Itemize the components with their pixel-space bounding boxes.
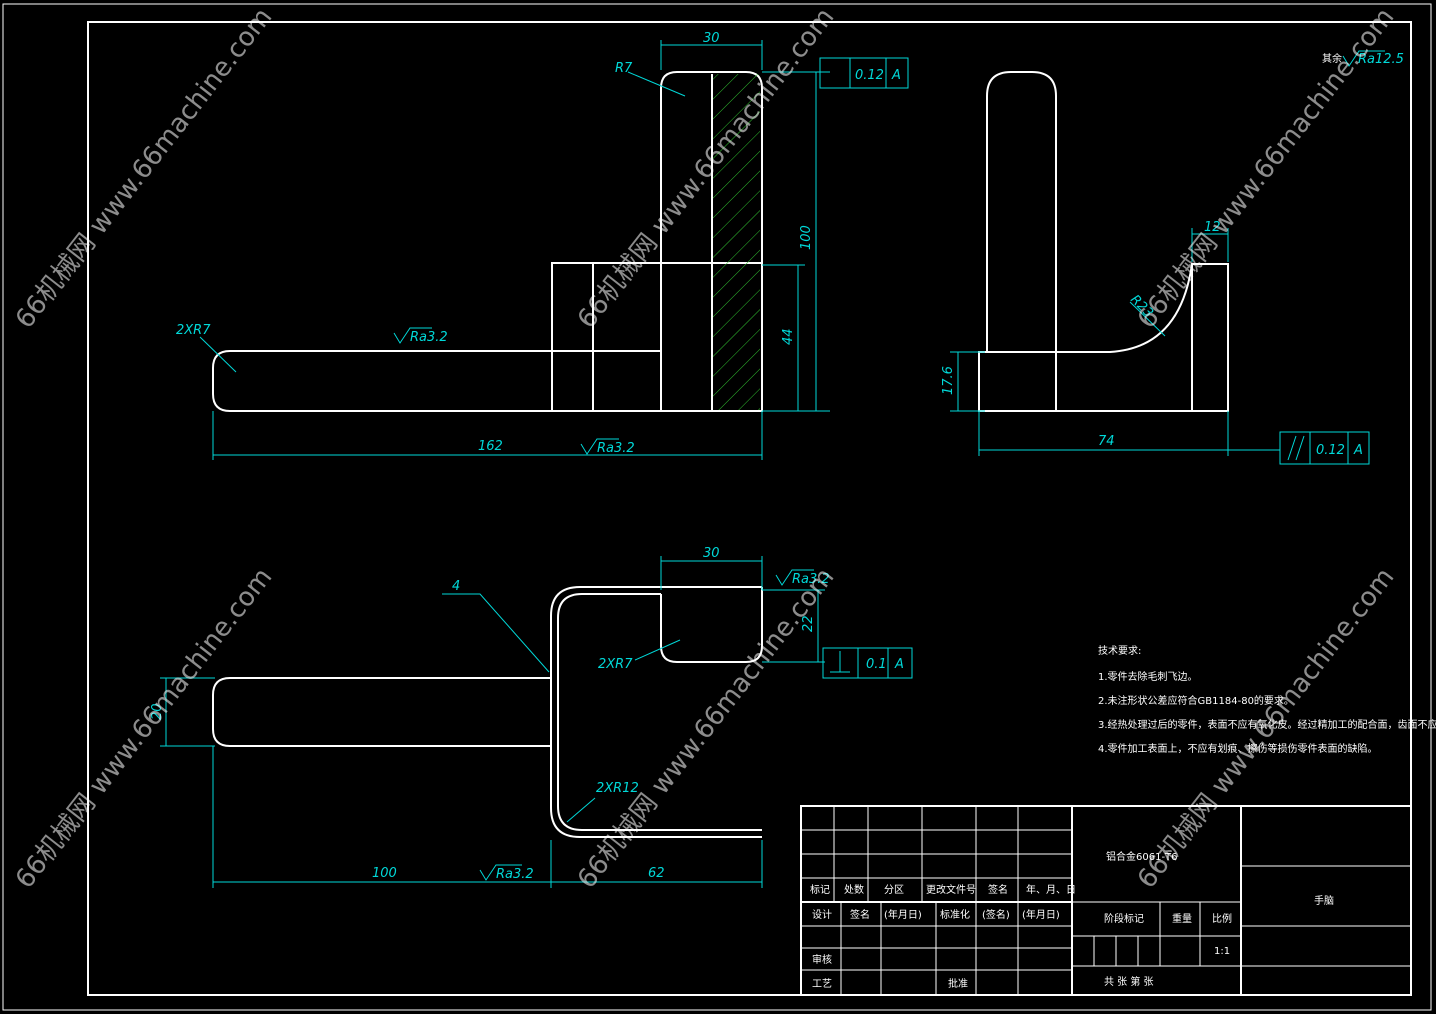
side-view-dimensions: 12 R23 17.6 74 0.12 A 其余 Ra12.5 (941, 50, 1404, 465)
dim-radius-bottom: 2XR7 (598, 657, 633, 672)
notes-title: 技术要求: (1098, 644, 1141, 657)
scale-label: 比例 (1212, 912, 1232, 925)
rough-3: Ra3.2 (792, 572, 830, 587)
rough-other-prefix: 其余 (1322, 52, 1342, 65)
watermark-2: 66机械网 www.66machine.com (572, 2, 840, 334)
dim-side-width: 12 (1204, 220, 1221, 235)
watermarks: 66机械网 www.66machine.com 66机械网 www.66mach… (10, 2, 1400, 894)
dim-radius-top: R7 (615, 61, 633, 76)
part-name: 手脑 (1314, 894, 1334, 907)
outer-frame (2, 3, 1432, 1011)
hdr-sign: 签名 (988, 883, 1008, 896)
stage-label: 阶段标记 (1104, 912, 1144, 925)
row-design-sign: 签名 (850, 908, 870, 921)
note-4: 4.零件加工表面上，不应有划痕、擦伤等损伤零件表面的缺陷。 (1098, 742, 1378, 755)
rough-2: Ra3.2 (597, 441, 635, 456)
tol1-value: 0.12 (855, 68, 884, 83)
material: 铝合金6061-T6 (1106, 850, 1178, 863)
dim-height-inner: 44 (781, 328, 796, 345)
side-view (978, 71, 1229, 412)
front-view (212, 71, 763, 412)
dim-radius-r12: 2XR12 (596, 781, 639, 796)
dim-top-width: 30 (703, 31, 720, 46)
row-standard: 标准化 (940, 908, 970, 921)
watermark-4: 66机械网 www.66machine.com (10, 562, 278, 894)
parallel-value: 0.12 (1316, 443, 1345, 458)
title-block: 标记 处数 分区 更改文件号 签名 年、月、日 设计 签名 (年月日) 标准化 … (800, 805, 1412, 996)
top-view (212, 586, 763, 838)
perp-value: 0.1 (866, 657, 887, 672)
dim-bottom-width: 30 (703, 546, 720, 561)
dim-depth-22: 22 (801, 615, 816, 632)
row-design: 设计 (812, 908, 832, 921)
row-review: 审核 (812, 953, 832, 966)
row-process: 工艺 (812, 978, 832, 990)
hdr-date: 年、月、日 (1026, 883, 1076, 896)
balloon-4: 4 (452, 579, 460, 594)
hdr-change: 更改文件号 (926, 883, 976, 896)
technical-notes: 技术要求: 1.零件去除毛刺飞边。 2.未注形状公差应符合GB1184-80的要… (1098, 644, 1436, 755)
dim-length-62: 62 (648, 866, 665, 881)
front-view-dimensions: 30 R7 100 44 0.12 A 2XR7 Ra3.2 162 Ra3.2 (176, 31, 909, 460)
row-design-date: (年月日) (884, 908, 922, 921)
dim-height-side: 17.6 (941, 366, 956, 395)
scale-value: 1:1 (1214, 946, 1230, 957)
hdr-count: 处数 (844, 883, 864, 896)
rough-4: Ra3.2 (496, 867, 534, 882)
inner-frame (87, 21, 1412, 996)
row-standard-date: (年月日) (1022, 908, 1060, 921)
note-1: 1.零件去除毛刺飞边。 (1098, 670, 1198, 683)
note-3: 3.经热处理过后的零件，表面不应有氧化皮。经过精加工的配合面，齿面不应有退火。 (1098, 718, 1436, 731)
hdr-zone: 分区 (884, 884, 904, 896)
top-view-dimensions: 30 Ra3.2 22 0.1 A 4 2XR7 2XR12 20 100 62… (150, 546, 913, 888)
parallel-datum: A (1353, 443, 1363, 458)
dim-length-100: 100 (372, 866, 397, 881)
row-standard-sign: (签名) (982, 908, 1010, 921)
row-approve: 批准 (948, 977, 968, 990)
hatched-section (712, 74, 760, 410)
note-2: 2.未注形状公差应符合GB1184-80的要求。 (1098, 694, 1294, 707)
dim-length-162: 162 (478, 439, 503, 454)
hdr-mark: 标记 (810, 884, 830, 896)
tol1-datum: A (891, 68, 901, 83)
dim-radius-left: 2XR7 (176, 323, 211, 338)
dim-height-20: 20 (150, 703, 165, 720)
dim-length-74: 74 (1098, 434, 1115, 449)
rough-other: Ra12.5 (1358, 52, 1404, 67)
perp-datum: A (894, 657, 904, 672)
dim-height-total: 100 (799, 225, 814, 250)
sheet-info: 共 张 第 张 (1104, 975, 1154, 988)
rough-1: Ra3.2 (410, 330, 448, 345)
watermark-1: 66机械网 www.66machine.com (10, 2, 278, 334)
weight-label: 重量 (1172, 912, 1192, 925)
watermark-3: 66机械网 www.66machine.com (1132, 2, 1400, 334)
